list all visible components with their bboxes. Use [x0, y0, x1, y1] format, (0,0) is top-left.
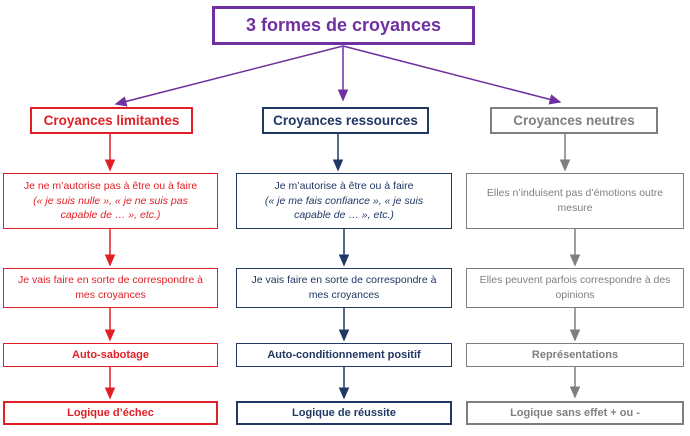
header-croyances-limitantes: Croyances limitantes [30, 107, 193, 134]
node-limitantes-authorization: Je ne m’autorise pas à être ou à faire (… [3, 173, 218, 229]
node-ressources-authorization: Je m’autorise à être ou à faire (« je me… [236, 173, 452, 229]
node-main-text: Je vais faire en sorte de correspondre à… [17, 274, 204, 301]
node-ressources-correspond: Je vais faire en sorte de correspondre à… [236, 268, 452, 308]
node-main-text: Je vais faire en sorte de correspondre à… [251, 274, 437, 301]
node-limitantes-correspond: Je vais faire en sorte de correspondre à… [3, 268, 218, 308]
header-croyances-ressources: Croyances ressources [262, 107, 429, 134]
node-neutres-opinions: Elles peuvent parfois correspondre à des… [466, 268, 684, 308]
node-main-text: Elles n’induisent pas d’émotions outre m… [486, 187, 664, 214]
diagram-title: 3 formes de croyances [212, 6, 475, 45]
node-main-text: Je ne m’autorise pas à être ou à faire [23, 179, 198, 192]
node-logique-echec: Logique d’échec [3, 401, 218, 425]
node-representations: Représentations [466, 343, 684, 367]
node-logique-reussite: Logique de réussite [236, 401, 452, 425]
node-main-text: Je m’autorise à être ou à faire [274, 179, 414, 192]
node-main-text: Elles peuvent parfois correspondre à des… [479, 274, 671, 301]
node-neutres-emotions: Elles n’induisent pas d’émotions outre m… [466, 173, 684, 229]
node-quote-text: (« je suis nulle », « je ne suis pas cap… [33, 194, 188, 222]
node-quote-text: (« je me fais confiance », « je suis cap… [264, 194, 424, 222]
node-auto-sabotage: Auto-sabotage [3, 343, 218, 367]
node-auto-conditionnement: Auto-conditionnement positif [236, 343, 452, 367]
node-logique-sans-effet: Logique sans effet + ou - [466, 401, 684, 425]
header-croyances-neutres: Croyances neutres [490, 107, 658, 134]
